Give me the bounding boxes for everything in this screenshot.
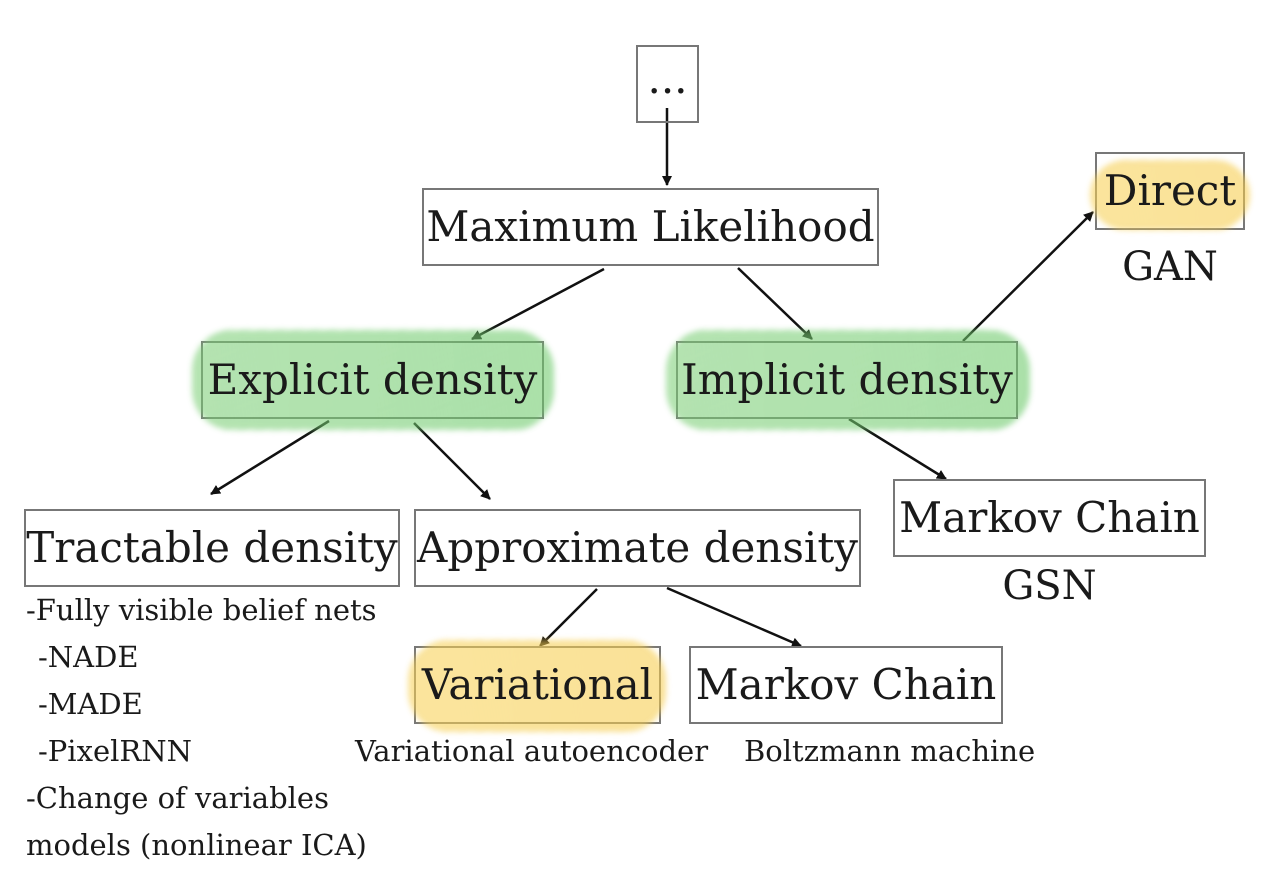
tractable-models-list: -Fully visible belief nets -NADE -MADE -…	[26, 587, 377, 869]
edge-implicit-to-direct	[962, 211, 1094, 342]
markov-chain-approx-node: Markov Chain	[689, 646, 1003, 724]
gan-label: GAN	[1122, 244, 1218, 290]
edge-approximate-to-variational	[539, 588, 598, 647]
variational-autoencoder-caption: Variational autoencoder	[355, 734, 709, 768]
list-item: -Fully visible belief nets	[26, 593, 377, 627]
markov-chain-approx-label: Markov Chain	[695, 660, 997, 709]
list-item: -NADE	[38, 640, 139, 674]
approximate-density-node: Approximate density	[414, 509, 861, 587]
root-node: ...	[636, 45, 699, 123]
explicit-density-highlight	[192, 330, 554, 430]
variational-label: Variational	[421, 660, 654, 709]
markov-chain-implicit-label: Markov Chain	[899, 493, 1200, 542]
list-item: -Change of variables	[26, 781, 329, 815]
gsn-label: GSN	[1002, 563, 1097, 609]
list-item: -PixelRNN	[38, 734, 192, 768]
edge-maximum-likelihood-to-implicit	[737, 267, 813, 340]
implicit-density-highlight	[666, 330, 1030, 430]
edge-approximate-to-markov-chain	[666, 586, 802, 648]
explicit-density-label: Explicit density	[207, 355, 538, 404]
direct-highlight	[1090, 160, 1250, 230]
implicit-density-node: Implicit density	[676, 341, 1018, 419]
edge-explicit-to-tractable	[210, 419, 330, 496]
root-node-label: ...	[647, 54, 688, 103]
direct-label: Direct	[1103, 166, 1237, 215]
maximum-likelihood-node: Maximum Likelihood	[422, 188, 879, 266]
list-item: models (nonlinear ICA)	[26, 828, 367, 862]
approximate-density-label: Approximate density	[417, 523, 858, 572]
tractable-density-node: Tractable density	[24, 509, 400, 587]
tractable-density-label: Tractable density	[26, 523, 398, 572]
variational-highlight	[408, 640, 666, 732]
list-item: -MADE	[38, 687, 143, 721]
explicit-density-node: Explicit density	[201, 341, 544, 419]
markov-chain-implicit-node: Markov Chain	[893, 479, 1206, 557]
direct-node: Direct	[1095, 152, 1245, 230]
edge-explicit-to-approximate	[413, 422, 491, 500]
boltzmann-machine-caption: Boltzmann machine	[744, 734, 1036, 768]
edge-maximum-likelihood-to-explicit	[471, 267, 605, 341]
maximum-likelihood-label: Maximum Likelihood	[426, 202, 875, 251]
variational-node: Variational	[414, 646, 661, 724]
implicit-density-label: Implicit density	[681, 355, 1013, 404]
